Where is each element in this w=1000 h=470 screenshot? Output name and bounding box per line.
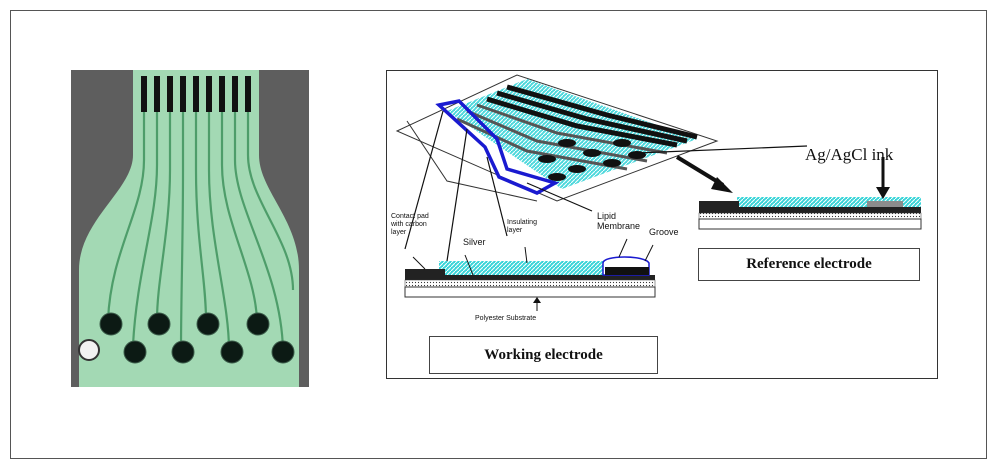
insulating-layer-label: Insulating layer: [507, 219, 537, 234]
sensor-sheet-3d: [395, 74, 719, 202]
silver-label: Silver: [463, 237, 486, 247]
sensor-array-photo: [71, 70, 309, 387]
groove-label: Groove: [649, 227, 679, 237]
working-electrode-title: Working electrode: [429, 336, 658, 374]
working-electrode-section: [404, 238, 656, 311]
polyester-substrate-label: Polyester Substrate: [475, 315, 537, 322]
lipid-membrane-label: Lipid Membrane: [597, 211, 641, 231]
ag-agcl-ink-label: Ag/AgCl ink: [805, 145, 894, 164]
contact-pad-label: Contact pad with carbon layer: [391, 213, 429, 236]
reference-electrode-title: Reference electrode: [698, 248, 920, 281]
schematic-panel: Ag/AgCl ink Contact pad with carbon laye…: [386, 70, 938, 379]
reference-electrode-section: [698, 157, 922, 230]
